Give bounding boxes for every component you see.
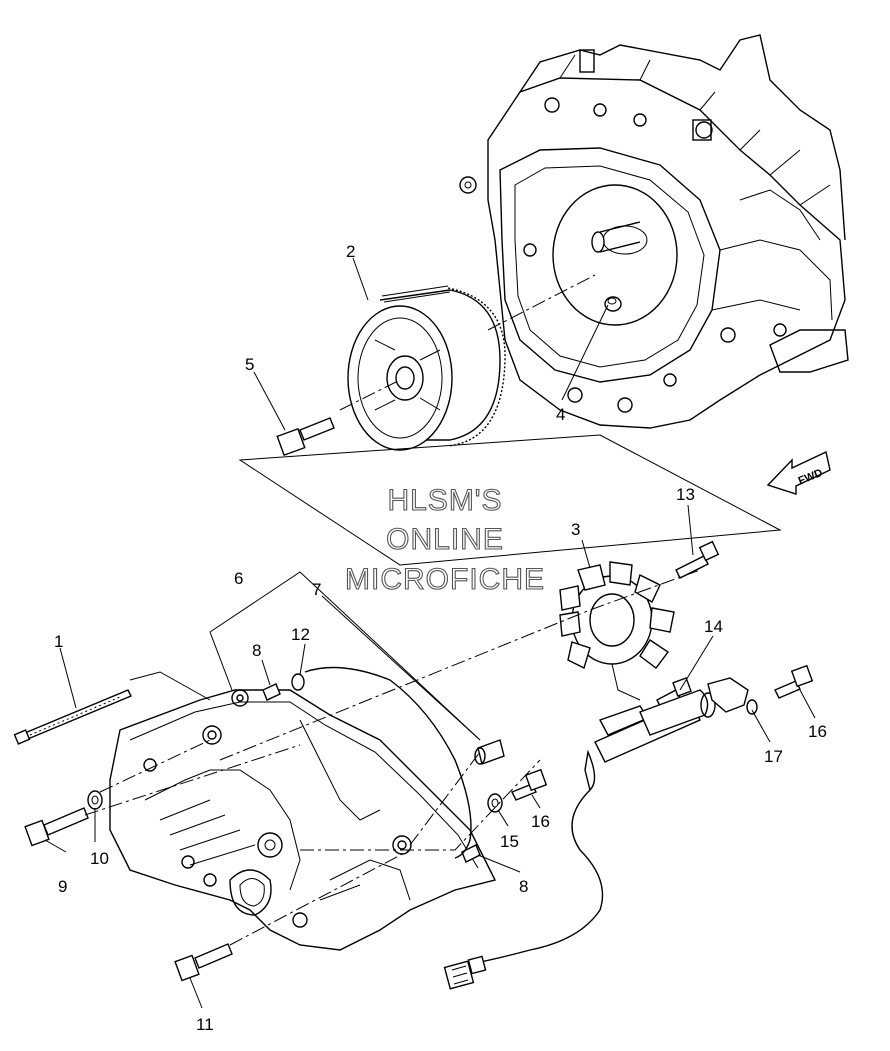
callout-2: 2 xyxy=(346,242,355,261)
stator xyxy=(559,561,675,701)
callout-14: 14 xyxy=(704,617,723,636)
callout-10: 10 xyxy=(90,849,109,868)
bolt-11 xyxy=(174,943,233,982)
collar-7 xyxy=(474,739,505,765)
callout-15: 15 xyxy=(500,832,519,851)
bolt-13 xyxy=(675,540,720,579)
pickup-coil xyxy=(584,689,716,792)
callout-8a: 8 xyxy=(252,641,261,660)
callout-12: 12 xyxy=(291,625,310,644)
flywheel xyxy=(347,285,506,451)
watermark-line-1: HLSM'S xyxy=(387,484,502,517)
watermark: HLSM'S ONLINE MICROFICHE xyxy=(344,483,545,596)
dowel-pin-8a xyxy=(262,683,281,701)
callout-7: 7 xyxy=(312,580,321,599)
generator-cover xyxy=(109,689,497,951)
callout-5: 5 xyxy=(245,355,254,374)
bolt-5 xyxy=(276,417,335,457)
washer-10 xyxy=(87,790,103,810)
centerlines xyxy=(84,274,701,946)
callout-17: 17 xyxy=(764,747,783,766)
callout-3: 3 xyxy=(571,520,580,539)
callout-1: 1 xyxy=(54,632,63,651)
bolt-16a xyxy=(511,768,548,801)
watermark-line-3: MICROFICHE xyxy=(345,563,545,596)
callout-13: 13 xyxy=(676,485,695,504)
wire-lead-12 xyxy=(304,666,472,859)
dowel-pin-8b xyxy=(461,844,481,863)
o-ring-12 xyxy=(291,673,305,691)
wire-harness xyxy=(443,789,604,990)
bolt-9 xyxy=(24,807,89,847)
fwd-arrow-icon: FWD xyxy=(766,450,831,495)
callout-16b: 16 xyxy=(808,722,827,741)
watermark-line-2: ONLINE xyxy=(386,523,504,556)
callout-16a: 16 xyxy=(531,812,550,831)
callout-9: 9 xyxy=(58,877,67,896)
leader-lines xyxy=(44,257,816,1009)
callout-6: 6 xyxy=(234,569,243,588)
callout-8b: 8 xyxy=(519,877,528,896)
engine-crankcase xyxy=(459,34,849,429)
callout-4: 4 xyxy=(556,405,565,424)
bolt-16b xyxy=(774,664,814,699)
callout-11: 11 xyxy=(196,1015,214,1034)
callouts: 2 5 4 13 3 6 7 12 1 8 14 16 17 16 15 10 … xyxy=(54,242,827,1034)
bracket-17 xyxy=(707,677,758,715)
cable-tie xyxy=(13,689,132,745)
